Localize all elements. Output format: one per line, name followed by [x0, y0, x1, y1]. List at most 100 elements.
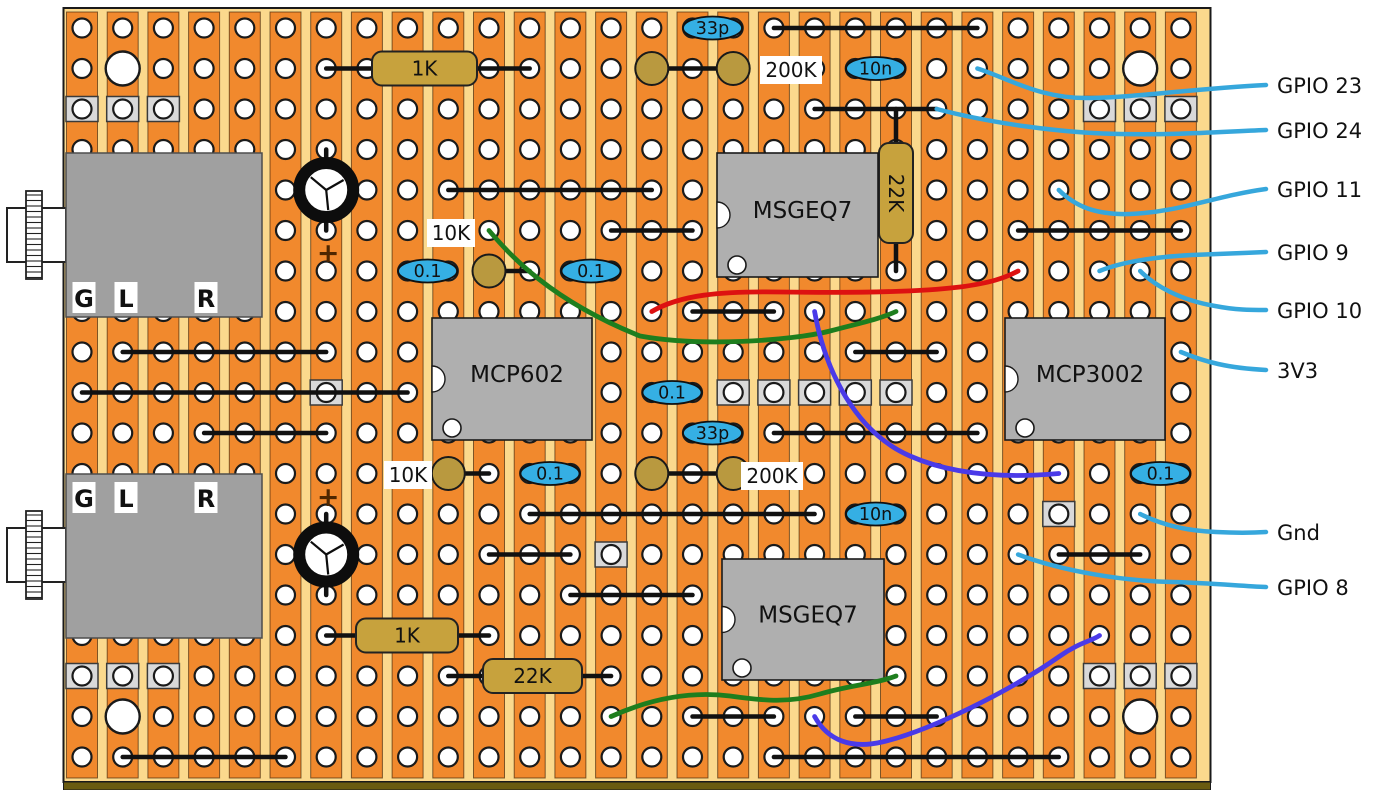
hole — [926, 57, 948, 80]
hole — [763, 341, 785, 363]
hole — [641, 543, 663, 566]
gpio-wire — [1137, 268, 1269, 313]
jack-pin-label-box — [72, 482, 96, 513]
gpio-label: GPIO 24 — [1277, 119, 1362, 143]
hole — [356, 543, 378, 566]
polarity-plus: + — [317, 482, 340, 513]
capacitor-value: 33p — [696, 424, 729, 444]
hole — [1088, 705, 1111, 728]
hole — [152, 665, 174, 687]
hole — [722, 98, 744, 120]
hole — [71, 57, 93, 80]
electrolytic-vent — [310, 540, 327, 556]
capacitor-value: 0.1 — [577, 262, 605, 282]
hole — [966, 584, 989, 606]
hole — [803, 462, 826, 485]
hole — [1170, 624, 1192, 647]
jack-plug-collar — [25, 190, 43, 280]
resistor-body — [371, 50, 478, 87]
hole — [356, 584, 378, 606]
hole — [193, 705, 215, 728]
ic-label: MSGEQ7 — [753, 198, 853, 224]
hole — [274, 462, 297, 485]
hole — [397, 179, 419, 201]
hole — [315, 17, 337, 39]
hole — [71, 746, 93, 768]
hole — [885, 584, 907, 606]
hole — [600, 462, 622, 485]
hole — [71, 665, 93, 687]
hole — [1007, 503, 1029, 525]
hole — [1048, 665, 1070, 687]
hole — [1170, 381, 1192, 404]
hole — [926, 584, 948, 606]
hole — [1007, 624, 1029, 647]
hole — [519, 138, 541, 161]
gpio-label: 3V3 — [1277, 359, 1318, 383]
hole — [1170, 543, 1192, 566]
hole — [1129, 665, 1151, 687]
resistor-value: 1K — [412, 57, 439, 81]
hole — [641, 422, 663, 444]
hole — [1048, 17, 1070, 39]
mounting-hole — [104, 698, 141, 735]
hole — [478, 746, 500, 768]
ic-msgeq7 — [716, 152, 879, 278]
hole — [559, 219, 582, 242]
hole — [600, 57, 622, 80]
hole — [356, 422, 378, 444]
green-wire-top — [486, 228, 899, 345]
hole — [356, 179, 378, 201]
resistor-value: 200K — [746, 464, 798, 488]
hole — [71, 341, 93, 363]
ic-msgeq7 — [721, 558, 885, 681]
hole — [966, 624, 989, 647]
hole — [1129, 624, 1151, 647]
ic-mcp3002 — [1004, 317, 1166, 441]
hole — [600, 381, 622, 404]
hole — [478, 17, 500, 39]
hole — [1170, 138, 1192, 161]
gpio-wire — [1097, 249, 1269, 274]
hole — [1007, 57, 1029, 80]
hole — [437, 17, 459, 39]
hole — [1088, 138, 1111, 161]
hole — [1170, 584, 1192, 606]
hole — [885, 462, 907, 485]
board-bottom-edge — [63, 781, 1211, 790]
resistor-value: 1K — [394, 624, 421, 648]
resistor-label-box — [427, 219, 475, 247]
resistor-pad — [634, 456, 670, 491]
resistor-body — [482, 658, 583, 694]
hole — [1170, 179, 1192, 201]
mounting-hole — [1121, 698, 1159, 735]
hole — [437, 503, 459, 525]
hole — [966, 341, 989, 363]
hole — [966, 138, 989, 161]
hole — [681, 179, 704, 201]
hole — [559, 138, 582, 161]
hole — [681, 98, 704, 120]
hole — [600, 746, 622, 768]
resistor-label-box — [741, 462, 803, 490]
hole — [315, 746, 337, 768]
electrolytic-vent — [325, 543, 345, 556]
hole — [152, 98, 174, 120]
hole — [1048, 57, 1070, 80]
hole — [559, 57, 582, 80]
hole — [193, 57, 215, 80]
jack-pin-label-box — [194, 282, 218, 313]
hole — [397, 422, 419, 444]
hole — [844, 300, 866, 323]
hole — [1170, 300, 1192, 323]
hole — [274, 543, 297, 566]
hole — [274, 98, 297, 120]
hole — [641, 138, 663, 161]
capacitor-value: 33p — [696, 19, 729, 39]
ic-pin1-dot — [727, 255, 747, 275]
hole — [885, 381, 907, 404]
hole — [1170, 98, 1192, 120]
hole — [1048, 98, 1070, 120]
hole — [356, 665, 378, 687]
